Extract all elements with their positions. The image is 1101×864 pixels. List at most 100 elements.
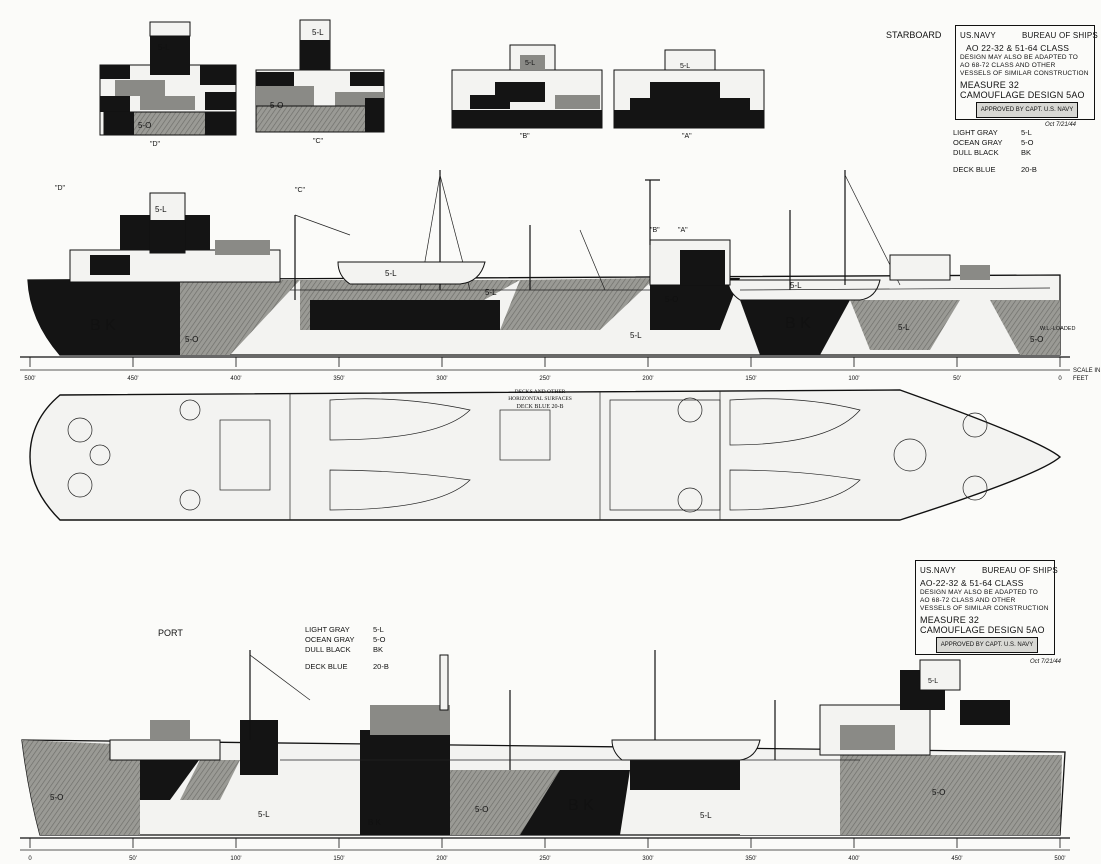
- code-light-port-b: 5-L: [700, 811, 712, 820]
- tb-bottom-measure: MEASURE 32: [920, 615, 980, 625]
- arrow-label-c: "C": [295, 187, 306, 194]
- tb-bottom-approved-stamp: APPROVED BY CAPT. U.S. NAVY: [936, 637, 1038, 653]
- tb-bottom-navy: US.NAVY: [920, 566, 956, 575]
- view-label-c: "C": [313, 138, 324, 145]
- tb-bottom-adapt-2: AO 68-72 CLASS AND OTHER: [920, 597, 1016, 604]
- scale-tick-label: 150': [745, 376, 756, 382]
- tb-bottom-bureau: BUREAU OF SHIPS: [982, 566, 1058, 575]
- legend-bottom-deck-code: 20-B: [373, 662, 389, 671]
- legend-bottom-name: OCEAN GRAY: [305, 635, 355, 644]
- code-light-bow: 5-L: [898, 323, 910, 332]
- title-block-bottom: US.NAVY BUREAU OF SHIPS AO-22-32 & 51-64…: [915, 560, 1058, 655]
- view-labels: "D" "C" "B" "A" "D" "C" "A" "B": [55, 133, 692, 234]
- code-ocean-port-bow: 5-O: [50, 793, 63, 802]
- scale-tick-label: 500': [24, 376, 35, 382]
- legend-top-code: BK: [1021, 148, 1032, 157]
- scale-tick-label: 400': [848, 856, 859, 862]
- code-light-b: 5-L: [525, 60, 535, 67]
- tb-bottom-rank: CAPT. U.S. NAVY: [985, 642, 1034, 648]
- tb-top-bureau: BUREAU OF SHIPS: [1022, 31, 1098, 40]
- scale-tick-label: 300': [436, 376, 447, 382]
- arrow-label-d: "D": [55, 185, 66, 192]
- section-view-c: [255, 19, 385, 133]
- tb-top-measure: MEASURE 32: [960, 80, 1020, 90]
- legend-top-code: 5-O: [1021, 138, 1034, 147]
- tb-bottom-adapt-3: VESSELS OF SIMILAR CONSTRUCTION: [920, 605, 1049, 612]
- waterline-label: W.L.-LOADED: [1040, 326, 1075, 332]
- scale-tick-label: 350': [745, 856, 756, 862]
- legend-top-code: 5-L: [1021, 128, 1032, 137]
- code-ocean-port-stern: 5-O: [932, 788, 945, 797]
- scale-tick-label: 450': [127, 376, 138, 382]
- tb-top-approved-stamp: APPROVED BY CAPT. U.S. NAVY: [976, 102, 1078, 118]
- tb-top-adapt-2: AO 68-72 CLASS AND OTHER: [960, 62, 1056, 69]
- deck-plan: [29, 389, 1062, 521]
- code-light-d: 5-L: [158, 43, 170, 52]
- view-label-d: "D": [150, 141, 161, 148]
- legend-top-name: OCEAN GRAY: [953, 138, 1003, 147]
- tb-top-class: AO 22-32 & 51-64 CLASS: [966, 43, 1070, 53]
- code-ocean-house: 5-O: [665, 295, 678, 304]
- scale-tick-label: 250': [539, 856, 550, 862]
- scale-tick-label: 350': [333, 376, 344, 382]
- legend-bottom-name: LIGHT GRAY: [305, 625, 350, 634]
- legend-top-deck-name: DECK BLUE: [953, 165, 996, 174]
- legend-bottom-code: 5-L: [373, 625, 384, 634]
- tb-bottom-date: Oct 7/21/44: [1030, 659, 1062, 665]
- scale-unit-1: SCALE IN: [1073, 368, 1100, 374]
- scale-unit-2: FEET: [1073, 376, 1089, 382]
- code-black-stern: B K: [90, 317, 116, 334]
- legend-bottom-row: LIGHT GRAY 5-L: [305, 625, 389, 635]
- code-ocean-c: 5-O: [270, 101, 283, 110]
- code-ocean-d: 5-O: [138, 121, 151, 130]
- legend-top-name: LIGHT GRAY: [953, 128, 998, 137]
- view-label-b: "B": [520, 133, 530, 140]
- legend-top-row: DULL BLACK BK: [953, 148, 1037, 158]
- code-ocean-bow: 5-O: [1030, 335, 1043, 344]
- starboard-label: STARBOARD: [886, 30, 942, 40]
- deck-note: DECKS AND OTHER HORIZONTAL SURFACES DECK…: [508, 389, 572, 410]
- port-profile: [21, 650, 1066, 836]
- view-label-a: "A": [682, 133, 692, 140]
- legend-top-row: OCEAN GRAY 5-O: [953, 138, 1037, 148]
- arrow-label-a: "A": [678, 227, 688, 234]
- legend-top-name: DULL BLACK: [953, 148, 999, 157]
- scale-tick-label: 500': [1054, 856, 1065, 862]
- scale-tick-label: 100': [230, 856, 241, 862]
- section-view-a: [613, 49, 765, 129]
- scale-tick-label: 250': [539, 376, 550, 382]
- tb-top-adapt-3: VESSELS OF SIMILAR CONSTRUCTION: [960, 70, 1089, 77]
- paint-codes: 5-L 5-O 5-L 5-O 5-L 5-L B K 5-O 5-L 5-L …: [50, 28, 1043, 827]
- code-black-port-2: B K: [568, 797, 594, 814]
- arrow-label-b: "B": [650, 227, 660, 234]
- tb-top-approved: APPROVED BY: [980, 107, 1024, 113]
- scale-tick-label: 100': [848, 376, 859, 382]
- scale-tick-label: 0: [28, 856, 32, 862]
- scale-tick-label: 150': [333, 856, 344, 862]
- code-light-port-funnel: 5-L: [928, 678, 938, 685]
- tb-bottom-class: AO-22-32 & 51-64 CLASS: [920, 578, 1024, 588]
- legend-bottom-deck-name: DECK BLUE: [305, 662, 348, 671]
- tb-bottom-approved: APPROVED BY: [940, 642, 984, 648]
- scale-tick-label: 200': [642, 376, 653, 382]
- scale-tick-label: 400': [230, 376, 241, 382]
- deck-note-1: DECKS AND OTHER: [515, 389, 566, 395]
- port-label: PORT: [158, 628, 183, 638]
- legend-bottom-deck: DECK BLUE 20-B: [305, 662, 389, 672]
- starboard-profile: [27, 170, 1061, 356]
- legend-top: LIGHT GRAY 5-L OCEAN GRAY 5-O DULL BLACK BK…: [953, 128, 1037, 175]
- scale-top-ticks: 500'450'400'350'300'250'200'150'100'50'0: [24, 357, 1062, 382]
- tb-top-navy: US.NAVY: [960, 31, 996, 40]
- scale-tick-label: 50': [953, 376, 961, 382]
- code-light-fwdboat: 5-L: [790, 281, 802, 290]
- section-view-d: [99, 21, 237, 136]
- scale-tick-label: 200': [436, 856, 447, 862]
- code-black-port-1: B K: [368, 818, 382, 827]
- title-block-top: US.NAVY BUREAU OF SHIPS AO 22-32 & 51-64…: [955, 25, 1098, 120]
- legend-top-row: LIGHT GRAY 5-L: [953, 128, 1037, 138]
- code-light-hull: 5-L: [630, 331, 642, 340]
